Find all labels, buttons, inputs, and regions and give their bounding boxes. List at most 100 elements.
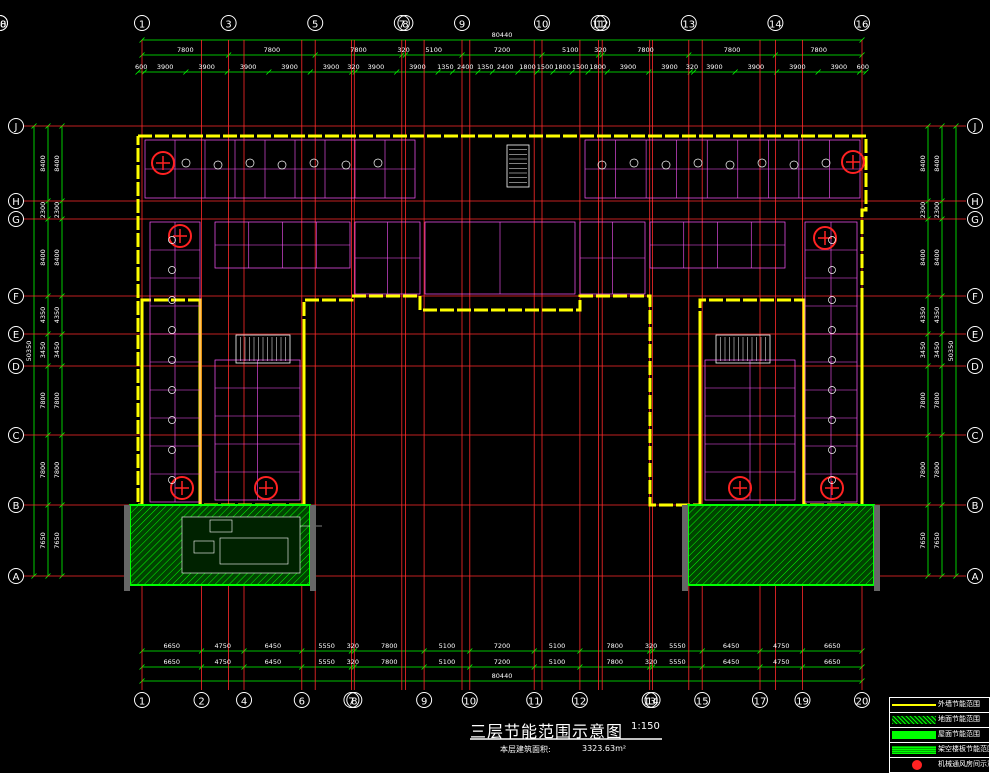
dim-bottom-row1-label-3: 5550 [318,642,335,650]
vent-marker-cross-5 [259,481,273,495]
axis-bubble-row-H-left [8,193,24,209]
dim-side-total-right-label-0: 50350 [947,341,955,362]
axis-label-top-3: 3 [225,20,231,31]
axis-bubble-top-3 [220,15,237,31]
axis-label-row-B-right: B [972,501,979,512]
axis-label-bottom-13: 13 [643,697,656,708]
east-fixture-7 [828,446,836,454]
dim-top-sub-label-20: 320 [686,63,698,71]
dim-side-left-inner-label-3: 4350 [53,307,61,324]
axis-bubble-bottom-2 [193,692,210,708]
dim-bottom-row1-label-11: 5550 [669,642,686,650]
axis-bubble-row-J-right [967,118,983,134]
axis-bubble-bottom-8 [346,692,363,708]
east-stair-frame [715,334,771,364]
west-fixture-6 [168,416,176,424]
dim-side-total-left-label-0: 50350 [25,341,33,362]
vent-marker-5 [254,476,278,500]
building-plan [124,134,880,591]
dim-top-sub-tick-24 [815,69,821,75]
dim-top-sub-label-7: 3900 [368,63,385,71]
east-fixture-2 [828,296,836,304]
dim-bottom-row2-label-1: 4750 [215,658,232,666]
dim-top-sub-label-10: 2400 [457,63,474,71]
axis-bubble-top-9 [454,15,471,31]
vent-marker-cross-0 [156,156,170,170]
dim-top-sub-label-23: 3900 [789,63,806,71]
axis-label-bottom-11: 11 [528,697,541,708]
axis-label-bottom-20: 20 [856,697,869,708]
dim-top-sub-label-16: 1500 [572,63,589,71]
dim-top-sub-tick-21 [690,69,697,75]
dim-bottom-row1-label-5: 7800 [381,642,398,650]
axis-bubble-bottom-1 [134,692,150,708]
dim-bottom-row1-label-4: 320 [347,642,359,650]
dim-side-left-outer-label-6: 7800 [39,462,47,479]
dim-top-sub-tick-12 [489,69,496,75]
vent-marker-2 [168,224,192,248]
axis-label-top-5: 5 [312,20,318,31]
roof-parapet-east-right [874,505,880,591]
dim-bottom-row1-label-14: 6650 [824,642,841,650]
axis-label-bottom-7: 7 [348,697,354,708]
axis-bubble-top-11 [590,15,607,31]
axis-bubble-top-14 [767,15,784,31]
axis-label-bottom-14: 14 [646,697,659,708]
axis-label-bottom-9: 9 [421,697,427,708]
dim-top-sub-tick-7 [352,69,358,75]
dim-side-left-outer-label-1: 2300 [39,202,47,219]
dim-bottom-row2-label-0: 6650 [163,658,180,666]
roof-equipment-c [219,537,289,565]
roof-equipment-a [209,519,233,533]
axis-label-top-14: 14 [769,20,782,31]
dim-top-sub-label-24: 3900 [831,63,848,71]
east-fixture-3 [828,326,836,334]
axis-bubble-row-D-left [8,358,24,374]
axis-bubble-bottom-20 [854,692,870,708]
legend-swatch-vent [912,760,922,770]
dim-side-right-outer-label-0: 8400 [933,155,941,172]
dim-top-sub-tick-16 [569,69,575,75]
dim-bottom-row1-label-7: 7200 [494,642,511,650]
dim-top-sub-label-5: 3900 [323,63,340,71]
legend-swatch-roof [892,731,936,739]
vent-marker-6 [728,476,752,500]
axis-bubble-row-B-left [8,497,24,513]
dim-top-sub-tick-4 [266,69,272,75]
east-fixture-0 [828,236,836,244]
dim-top-sub-tick-17 [585,69,591,75]
fixture-mark-2 [245,158,255,168]
vent-marker-cross-4 [175,481,189,495]
fixture-mark-5 [341,160,351,170]
axis-bubble-row-D-right [967,358,983,374]
dim-top-sub-label-9: 1350 [437,63,454,71]
axis-bubble-row-F-left [8,288,24,304]
drawing-scale: 1:150 [631,721,660,732]
axis-bubble-row-G-right [967,211,983,227]
dim-top-sub-tick-8 [393,69,400,75]
axis-bubble-row-J-left [8,118,24,134]
dim-bottom-row2-label-12: 6450 [723,658,740,666]
dim-top-bays-label-4: 5100 [425,46,442,54]
axis-label-top-18: 18 [0,20,6,31]
legend-row-overhead: 架空楼板节能范围 [890,743,990,758]
axis-bubble-top-12 [594,15,611,31]
dim-side-left-outer-label-2: 8400 [39,249,47,266]
dim-top-sub-label-25: 600 [857,63,869,71]
dim-top-bays-label-6: 5100 [562,46,579,54]
legend-row-wall: 外墙节能范围 [890,698,989,713]
west-fixture-7 [168,446,176,454]
dim-top-sub-label-12: 2400 [497,63,514,71]
axis-label-bottom-19: 19 [796,697,809,708]
dim-top-sub-tick-23 [773,69,780,75]
dim-side-right-inner-label-6: 7800 [919,462,927,479]
dim-top-sub-label-8: 3900 [409,63,426,71]
dim-top-sub-label-18: 3900 [620,63,637,71]
axis-label-row-H-left: H [12,197,20,208]
dim-side-left-outer-label-4: 3450 [39,342,47,359]
vent-marker-3 [813,226,837,250]
dim-side-right-inner-label-5: 7800 [919,392,927,409]
dim-top-sub-label-11: 1350 [477,63,494,71]
dim-top-sub-tick-13 [515,69,521,75]
